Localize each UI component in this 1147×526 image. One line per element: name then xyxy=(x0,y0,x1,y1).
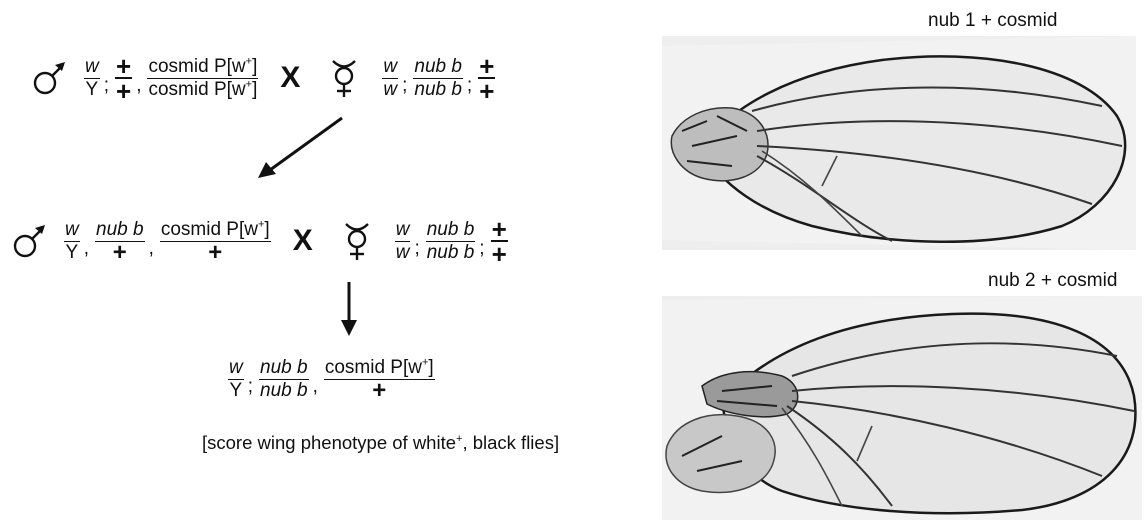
score-note: [score wing phenotype of white+, black f… xyxy=(202,432,559,454)
cross2-female-chr1: w w xyxy=(395,220,411,263)
cross-symbol: X xyxy=(293,224,313,258)
cross1-female-chr1: w w xyxy=(382,57,398,100)
cross-symbol: X xyxy=(280,61,300,95)
cross1-row: w Y ; + + , cosmid P[w+] cosmid P[w+] X … xyxy=(30,52,495,104)
wing-label-1: nub 1 + cosmid xyxy=(928,10,1057,32)
wing-label-2: nub 2 + cosmid xyxy=(988,270,1117,292)
cross1-male-chr1: w Y xyxy=(84,57,100,100)
cross1-female-chr3: + + xyxy=(478,55,495,102)
arrow-icon xyxy=(334,280,364,340)
progeny-row: w Y ; nub b nub b , cosmid P[w+] + xyxy=(228,353,435,405)
wing-image-nub1 xyxy=(662,36,1136,250)
cross2-female-chr3: + + xyxy=(491,218,508,265)
cross2-row: w Y , nub b + , cosmid P[w+] + X w w ; n… xyxy=(10,215,508,267)
cross2-male-chr2: nub b + xyxy=(95,220,145,263)
cross2-female-chr2: nub b nub b xyxy=(426,220,476,263)
arrow-icon xyxy=(250,112,350,182)
progeny-chr2: nub b nub b xyxy=(259,358,309,401)
cross2-male-chr1: w Y xyxy=(64,220,80,263)
male-symbol-icon xyxy=(30,58,70,98)
cross2-male-chr3: cosmid P[w+] + xyxy=(160,220,271,263)
female-symbol-icon xyxy=(324,58,364,98)
male-symbol-icon xyxy=(10,221,50,261)
progeny-chr3: cosmid P[w+] + xyxy=(324,358,435,401)
wing-image-nub2 xyxy=(662,296,1142,520)
female-symbol-icon xyxy=(337,221,377,261)
cross1-female-chr2: nub b nub b xyxy=(413,57,463,100)
cross1-male-chr3: cosmid P[w+] cosmid P[w+] xyxy=(147,57,258,100)
progeny-chr1: w Y xyxy=(228,358,244,401)
cross1-male-chr2: + + xyxy=(115,55,132,102)
